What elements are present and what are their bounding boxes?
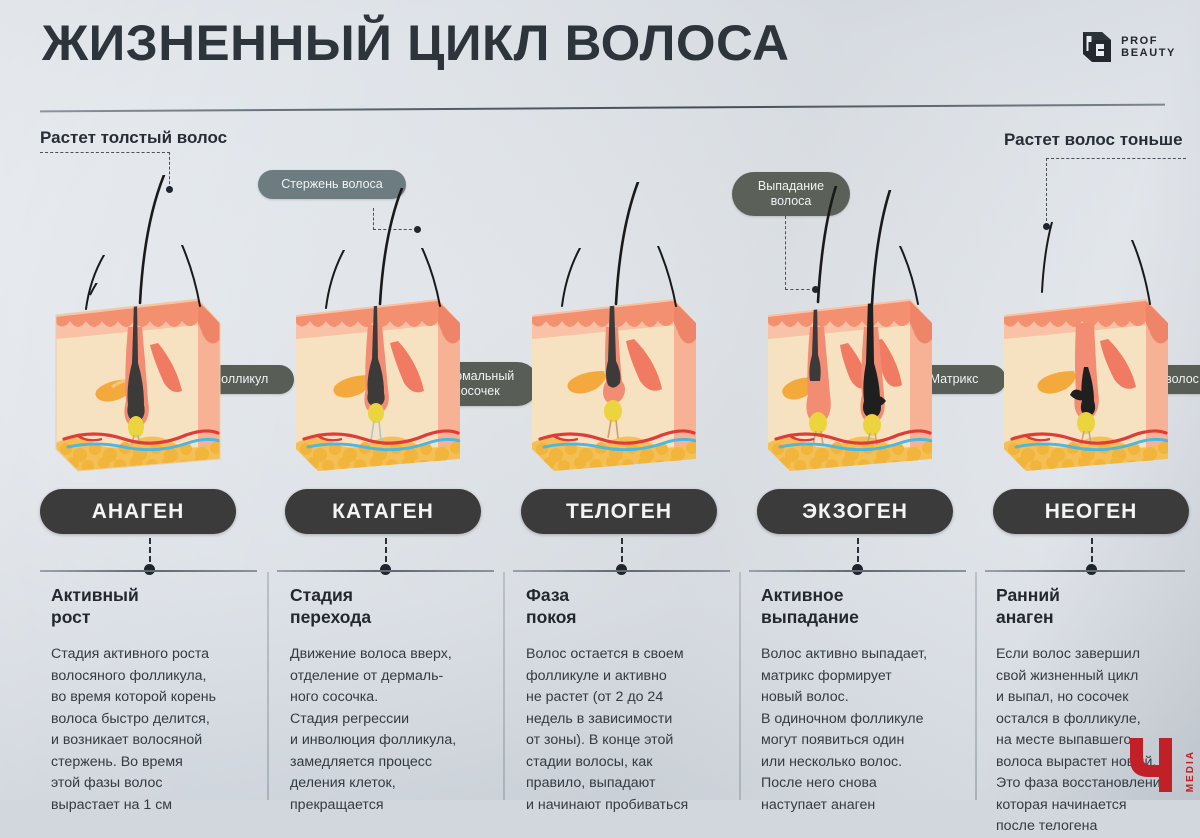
column-divider-1 [267,572,269,800]
header-divider [40,103,1165,113]
hair-exogen-shedding [808,184,844,309]
callout-thick-hair-dot [166,186,173,193]
column-rule-exogen [749,570,966,572]
callout-thick-hair: Растет толстый волос [40,128,228,147]
stage-pill-anagen[interactable]: АНАГЕН [40,489,236,534]
connector-anagen [149,538,151,562]
text-column-anagen: Активный рост Стадия активного роста вол… [51,584,257,816]
column-rule-anagen [40,570,257,572]
hair-exogen-new [862,188,898,311]
column-heading-katagen: Стадия перехода [290,585,372,627]
hair-telogen-main [604,180,644,311]
callout-thick-hair-dash-h [40,152,170,153]
column-heading-telogen: Фаза покоя [526,585,577,627]
hair-anagen-left [78,254,108,315]
connector-telogen [621,538,623,562]
hair-katagen-main [368,186,408,311]
badge-hair-loss[interactable]: Выпадание волоса [732,172,850,216]
badge-hair-loss-dash-v [785,216,786,290]
column-heading-anagen: Активный рост [51,585,139,627]
badge-hair-loss-dash-h [785,289,815,290]
brand-logo: PROF BEAUTY [1080,30,1176,64]
stage-pill-exogen[interactable]: ЭКЗОГЕН [757,489,953,534]
watermark-logo [1120,732,1192,794]
hair-exogen-right [896,245,926,311]
column-heading-exogen: Активное выпадание [761,585,859,627]
brand-logo-text: PROF BEAUTY [1121,35,1176,59]
column-divider-2 [503,572,505,800]
diagram-neogen [988,283,1184,479]
column-rule-neogen [985,570,1185,572]
column-rule-katagen [277,570,494,572]
connector-dot-neogen [1086,564,1097,575]
brand-line-1: PROF [1121,35,1159,47]
column-divider-3 [739,572,741,800]
text-column-neogen: Ранний анаген Если волос завершил свой ж… [996,584,1196,838]
connector-neogen [1091,538,1093,562]
connector-katagen [385,538,387,562]
text-column-katagen: Стадия перехода Движение волоса вверх, о… [290,584,500,816]
stage-pill-katagen[interactable]: КАТАГЕН [285,489,481,534]
stage-pill-telogen[interactable]: ТЕЛОГЕН [521,489,717,534]
hair-telogen-left [554,247,584,313]
hair-anagen-main [128,173,168,310]
pb-logo-icon [1080,30,1114,64]
badge-hair-shaft-dash-v [373,208,374,230]
hair-anagen-right [178,244,208,312]
callout-thin-hair-dot [1043,223,1050,230]
connector-dot-exogen [852,564,863,575]
hair-telogen-right [654,245,684,313]
column-divider-4 [975,572,977,800]
connector-dot-anagen [144,564,155,575]
callout-thick-hair-dash-v [169,152,170,189]
text-column-exogen: Активное выпадание Волос активно выпадае… [761,584,973,816]
diagram-anagen [40,274,236,479]
diagram-exogen [752,283,948,479]
page-title: ЖИЗНЕННЫЙ ЦИКЛ ВОЛОСА [42,15,790,71]
callout-thin-hair: Растет волос тоньше [1004,130,1183,149]
watermark-media-text: MEDIA [1185,749,1196,792]
brand-line-2: BEAUTY [1121,47,1176,59]
column-rule-telogen [513,570,730,572]
connector-exogen [857,538,859,562]
column-body-katagen: Движение волоса вверх, отделение от дерм… [290,646,457,813]
hair-katagen-left [318,249,348,315]
callout-thin-hair-dash-h [1046,158,1186,159]
text-column-telogen: Фаза покоя Волос остается в своем фоллик… [526,584,736,816]
hair-neogen-right [1128,239,1158,311]
column-body-telogen: Волос остается в своем фолликуле и актив… [526,646,689,813]
badge-hair-shaft[interactable]: Стержень волоса [258,170,406,199]
diagram-katagen [280,283,476,479]
hair-katagen-right [418,247,448,313]
poster-content: ЖИЗНЕННЫЙ ЦИКЛ ВОЛОСА PROF BEAUTY Растет… [40,15,1200,834]
column-body-exogen: Волос активно выпадает, матрикс формируе… [761,646,928,813]
badge-hair-loss-dot [812,286,819,293]
badge-hair-shaft-dot [414,226,421,233]
column-heading-neogen: Ранний анаген [996,585,1060,627]
connector-dot-katagen [380,564,391,575]
hair-neogen-thin [1034,221,1064,299]
stage-pill-neogen[interactable]: НЕОГЕН [993,489,1189,534]
connector-dot-telogen [616,564,627,575]
column-body-anagen: Стадия активного роста волосяного фоллик… [51,646,216,813]
callout-thin-hair-dash-v [1046,158,1047,226]
badge-hair-shaft-dash-h [373,229,417,230]
diagram-telogen [516,283,712,479]
